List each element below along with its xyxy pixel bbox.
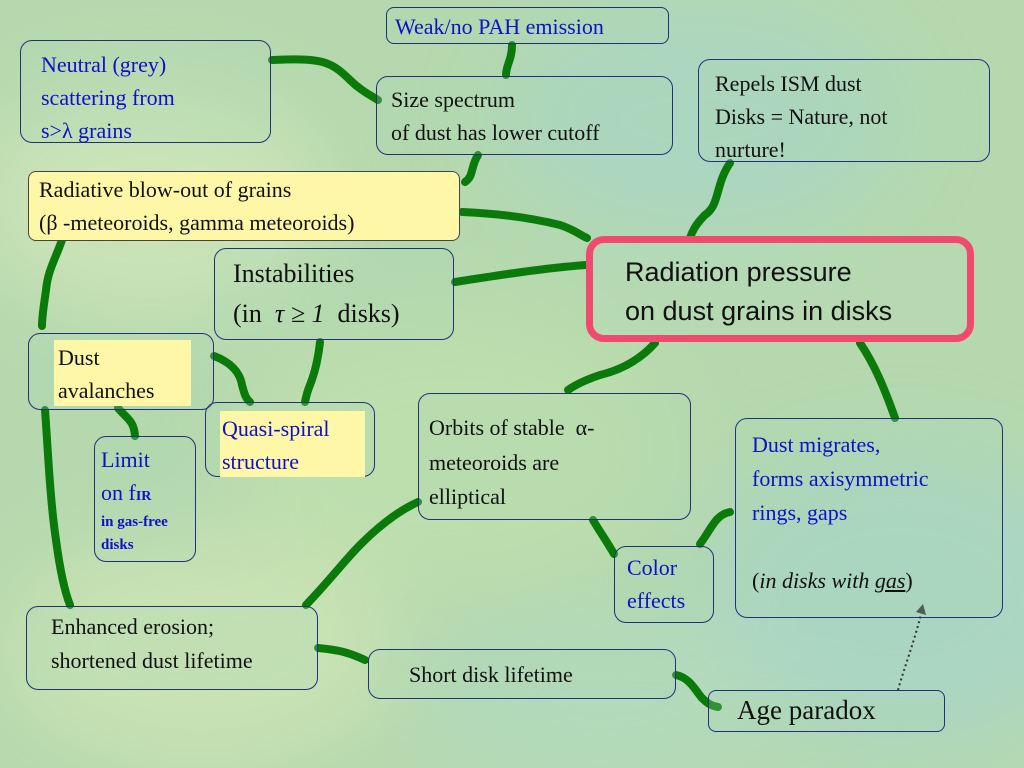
node-center-line2: on dust grains in disks	[625, 296, 893, 326]
node-short-lifetime: Short disk lifetime	[368, 649, 676, 699]
connector-repels-center	[686, 159, 734, 242]
connector-avalanche-limit	[114, 404, 139, 440]
node-instab-line2: (in τ ≥ 1 disks)	[233, 297, 400, 330]
node-migrates-gas: gas	[874, 568, 906, 593]
node-neutral-scattering: Neutral (grey) scattering from s>λ grain…	[20, 40, 271, 143]
node-neutral-grains: grains	[78, 118, 132, 143]
node-quasi-spiral: Quasi-spiral structure	[205, 402, 375, 477]
connector-size-radiative	[461, 151, 482, 186]
node-radiative-blowout: Radiative blow-out of grains (β -meteoro…	[28, 171, 460, 241]
node-weak-pah-label: Weak/no PAH emission	[395, 14, 604, 39]
node-limit-line1: Limit	[101, 447, 150, 472]
connector-center-migrates	[856, 339, 899, 422]
node-color-line2: effects	[627, 588, 686, 613]
node-avalanche-highlight	[54, 340, 191, 406]
node-repels-line2: Disks = Nature, not	[715, 104, 888, 129]
node-limit-sub: IR	[135, 489, 152, 504]
node-neutral-line2: scattering from	[41, 85, 175, 110]
connector-neutral-size	[268, 55, 382, 104]
connector-migrates-color	[696, 508, 734, 548]
node-migrates-line1: Dust migrates,	[752, 432, 881, 457]
node-age-label: Age paradox	[737, 695, 876, 725]
dotted-arrow-age-migrates	[897, 609, 923, 691]
node-neutral-line3: s>λ grains	[41, 118, 132, 143]
node-radiative-line1: Radiative blow-out of grains	[39, 177, 292, 202]
node-limit-line3: in gas-free	[101, 514, 168, 530]
node-repels-ism: Repels ISM dust Disks = Nature, not nurt…	[698, 59, 990, 162]
node-radiation-pressure: Radiation pressure on dust grains in dis…	[586, 236, 974, 342]
node-repels-line1: Repels ISM dust	[715, 71, 862, 96]
node-color-effects: Color effects	[614, 546, 714, 623]
node-repels-line3: nurture!	[715, 137, 786, 162]
node-quasi-line2: structure	[222, 449, 299, 474]
node-instab-line1: Instabilities	[233, 259, 355, 288]
connector-avalanche-quasi	[210, 352, 254, 406]
node-radiative-line2-text: -meteoroids, gamma meteoroids)	[63, 210, 355, 235]
node-migrates-line2: forms axisymmetric	[752, 466, 929, 491]
node-short-label: Short disk lifetime	[409, 662, 573, 687]
node-avalanche-line2: avalanches	[58, 378, 155, 403]
node-orbits-line1-text: Orbits of stable	[429, 415, 565, 440]
node-radiative-line2: (β -meteoroids, gamma meteoroids)	[39, 210, 355, 235]
node-quasi-line1: Quasi-spiral	[222, 416, 330, 441]
connector-erosion-orbits	[302, 498, 422, 609]
connector-pah-size	[502, 41, 516, 79]
node-instab-in: (in	[233, 299, 262, 328]
node-weak-pah: Weak/no PAH emission	[386, 7, 669, 44]
connector-left-erosion	[41, 406, 74, 609]
node-limit-fir: Limit on fIR in gas-free disks	[94, 436, 196, 562]
node-migrates-line3: rings, gaps	[752, 500, 848, 525]
node-instabilities: Instabilities (in τ ≥ 1 disks)	[214, 248, 454, 340]
node-size-line1: Size spectrum	[391, 87, 516, 112]
node-erosion-line1: Enhanced erosion;	[51, 614, 215, 639]
connector-erosion-short	[314, 644, 369, 664]
connector-instab-quasi	[301, 338, 324, 406]
node-limit-line4: disks	[101, 537, 134, 553]
arrowhead	[916, 604, 926, 615]
node-avalanche-line1: Dust	[58, 345, 100, 370]
node-limit-on-f: on f	[101, 480, 136, 505]
node-orbits-line1: Orbits of stable α-	[429, 415, 595, 440]
node-color-line1: Color	[627, 555, 678, 580]
node-migrates-gas-prefix: in disks with	[759, 568, 870, 593]
node-enhanced-erosion: Enhanced erosion; shortened dust lifetim…	[26, 606, 318, 690]
node-dust-avalanches: Dust avalanches	[28, 333, 214, 410]
connector-center-orbits	[564, 339, 659, 394]
node-migrates-line4: (in disks with gas)	[752, 568, 913, 593]
connector-radiative-left	[38, 236, 66, 330]
node-quasi-highlight	[220, 411, 365, 477]
node-size-line2: of dust has lower cutoff	[391, 120, 600, 145]
node-orbits-line3: elliptical	[429, 484, 506, 509]
node-dust-migrates: Dust migrates, forms axisymmetric rings,…	[735, 418, 1003, 618]
node-center-line1: Radiation pressure	[625, 257, 852, 287]
node-orbits: Orbits of stable α- meteoroids are ellip…	[418, 393, 691, 520]
node-limit-line2: on fIR	[101, 479, 151, 507]
node-instab-tau: τ ≥ 1	[274, 299, 325, 328]
node-neutral-line1: Neutral (grey)	[41, 52, 167, 77]
node-erosion-line2: shortened dust lifetime	[51, 648, 253, 673]
connector-orbits-color	[589, 516, 618, 558]
connector-short-age	[672, 671, 722, 711]
connector-instab-center	[451, 261, 590, 286]
node-size-spectrum: Size spectrum of dust has lower cutoff	[376, 76, 673, 155]
node-age-paradox: Age paradox	[708, 690, 945, 732]
connector-radiative-center	[458, 208, 591, 242]
node-orbits-line2: meteoroids are	[429, 450, 560, 475]
node-instab-disks: disks)	[337, 299, 400, 328]
